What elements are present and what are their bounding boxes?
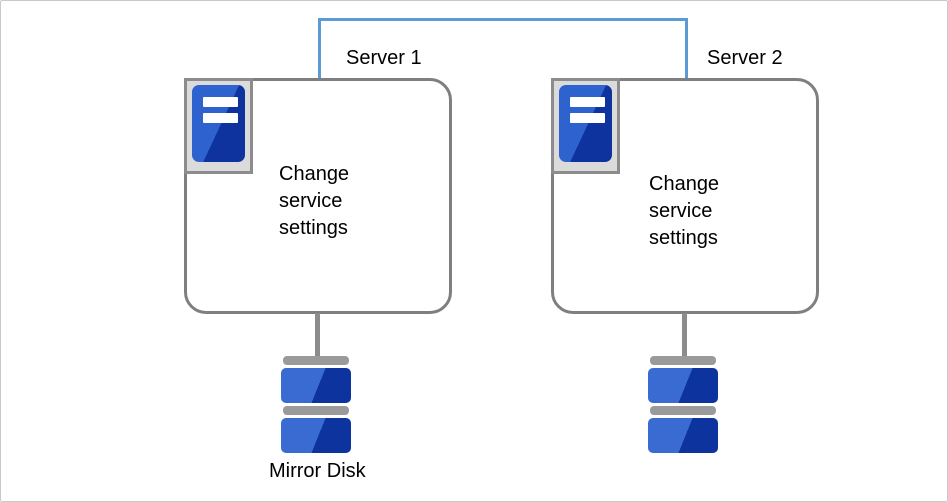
server-1-group: Server 1 Change service settings Mirror …	[184, 1, 452, 501]
disk-cap	[283, 406, 349, 415]
mirror-disk-stack-icon	[281, 356, 351, 453]
disk-cap	[650, 406, 716, 415]
action-line: settings	[649, 227, 718, 249]
disk-cap	[650, 356, 716, 365]
action-line: Change	[649, 173, 720, 195]
disk-icon	[648, 418, 718, 453]
server-slot-icon	[570, 113, 605, 123]
server-2-label: Server 2	[707, 47, 783, 69]
server-tower-icon	[184, 78, 253, 174]
disk-icon	[281, 418, 351, 453]
action-line: service	[649, 200, 713, 222]
disk-icon	[648, 368, 718, 403]
server-2-action-text: Change service settings	[649, 171, 719, 252]
action-line: settings	[279, 217, 348, 239]
server-slot-icon	[570, 97, 605, 107]
action-line: Change	[279, 163, 350, 185]
disk-connector-stem	[682, 313, 687, 359]
server-1-action-text: Change service settings	[279, 161, 349, 242]
server-2-group: Server 2 Change service settings	[551, 1, 819, 501]
disk-connector-stem	[315, 313, 320, 359]
server-1-label: Server 1	[346, 47, 422, 69]
server-tower-body	[192, 85, 245, 162]
mirror-disk-label: Mirror Disk	[269, 460, 366, 482]
action-line: service	[279, 190, 343, 212]
server-slot-icon	[203, 113, 238, 123]
disk-stack-icon	[648, 356, 718, 453]
disk-cap	[283, 356, 349, 365]
interconnect-line	[318, 18, 688, 78]
server-tower-body	[559, 85, 612, 162]
server-tower-icon	[551, 78, 620, 174]
disk-icon	[281, 368, 351, 403]
server-slot-icon	[203, 97, 238, 107]
